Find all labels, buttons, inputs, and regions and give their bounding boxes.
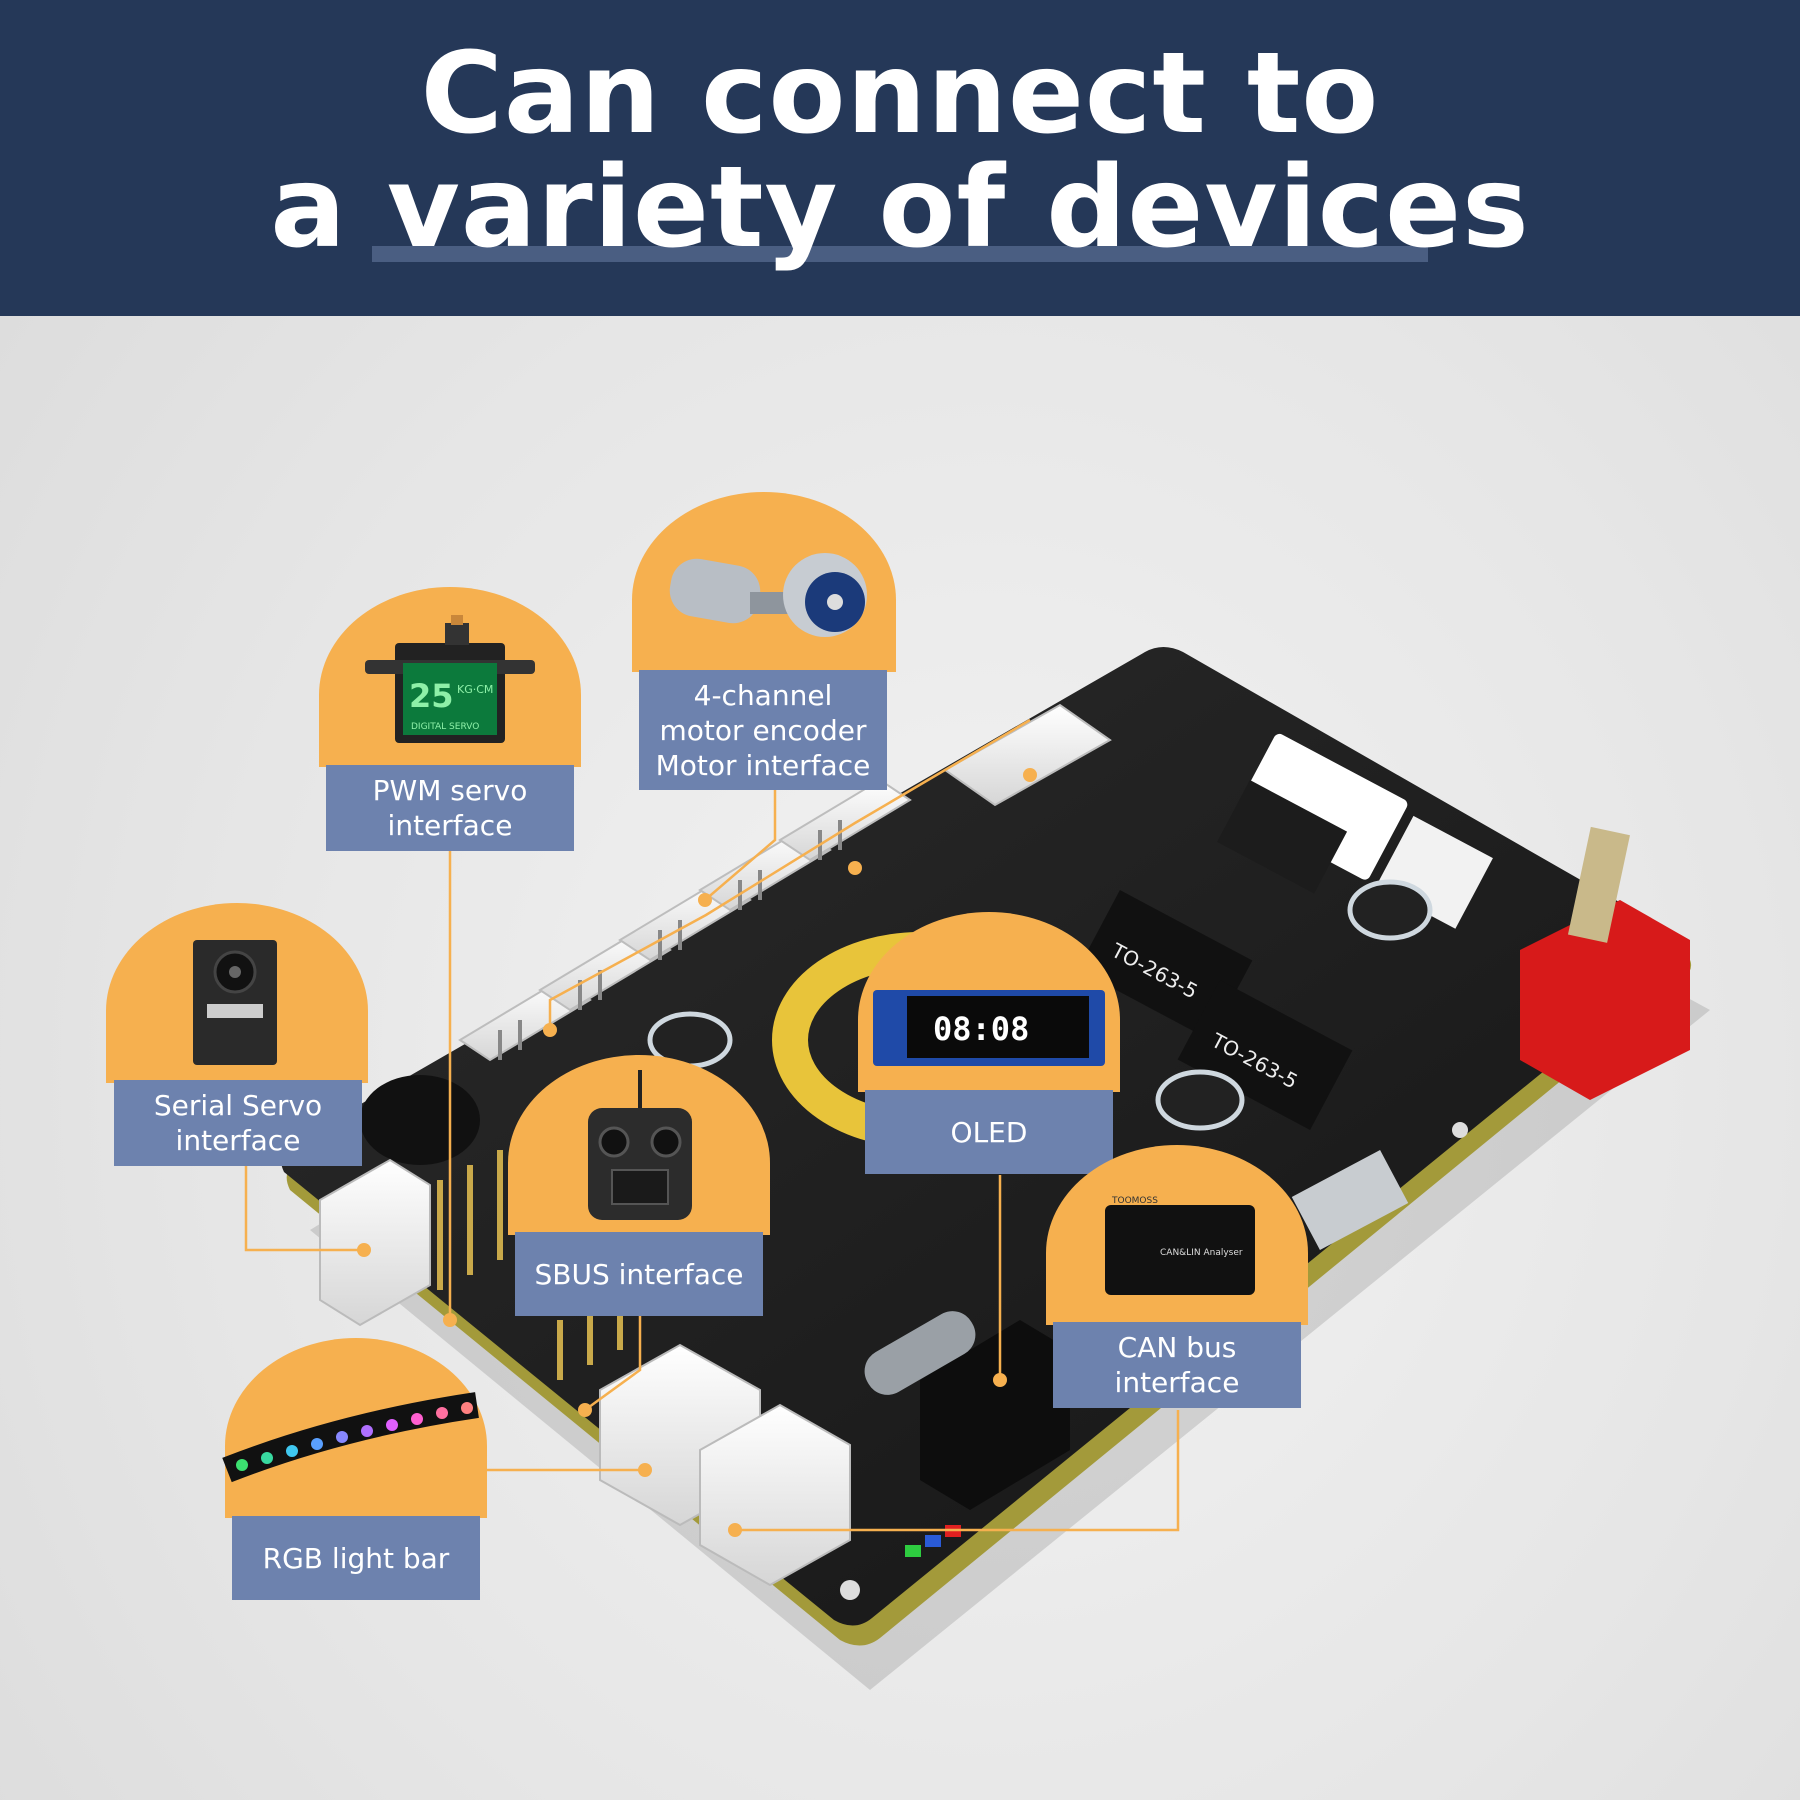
page-title-line-2: a variety of devices [270,143,1530,273]
page-title-line-1: Can connect to [420,29,1380,159]
power-switch [1236,733,1408,880]
motor-connector-row [458,703,1112,1062]
header-banner: Can connect to a variety of devices [0,0,1800,316]
can-analyser-icon: TOOMOSS CAN&LIN Analyser [1105,1196,1255,1295]
callout-label: SBUS interface [515,1232,763,1316]
buzzer [360,1075,480,1165]
power-input-connector [1520,900,1690,1100]
serial-servo-connector [319,1158,431,1327]
rc-transmitter-icon [588,1070,692,1220]
callout-label: RGB light bar [232,1516,480,1600]
svg-text:CAN&LIN Analyser: CAN&LIN Analyser [1160,1248,1243,1258]
callout-label: 4-channel motor encoder Motor interface [639,670,887,790]
svg-text:KG·CM: KG·CM [457,683,493,696]
callout-label: Serial Servo interface [114,1080,362,1166]
serial-servo-icon [193,940,277,1065]
capacitor [647,879,1433,1131]
svg-text:08:08: 08:08 [933,1010,1029,1048]
rgb-led-strip-icon [222,1392,479,1483]
callout-label: CAN bus interface [1053,1322,1301,1408]
leader-dots [357,768,1037,1537]
oled-display-icon: 08:08 [873,990,1105,1066]
crystal-oscillator [864,1311,976,1395]
pwm-servo-icon: 25 KG·CM DIGITAL SERVO [365,615,535,743]
regulator-chip-2: TO-263-5 [1177,980,1353,1130]
encoder-motor-icon [669,553,867,637]
callout-label: PWM servo interface [326,765,574,851]
svg-text:25: 25 [409,677,454,715]
female-header-block [920,1320,1070,1510]
can-connector [699,1403,851,1587]
callout-label: OLED [865,1090,1113,1174]
title-underline [372,246,1428,262]
pin-headers [437,1150,623,1380]
micro-usb-port [1291,1150,1409,1250]
connector-pins [498,820,842,1060]
svg-text:TOOMOSS: TOOMOSS [1111,1196,1158,1206]
svg-text:DIGITAL SERVO: DIGITAL SERVO [411,722,479,732]
